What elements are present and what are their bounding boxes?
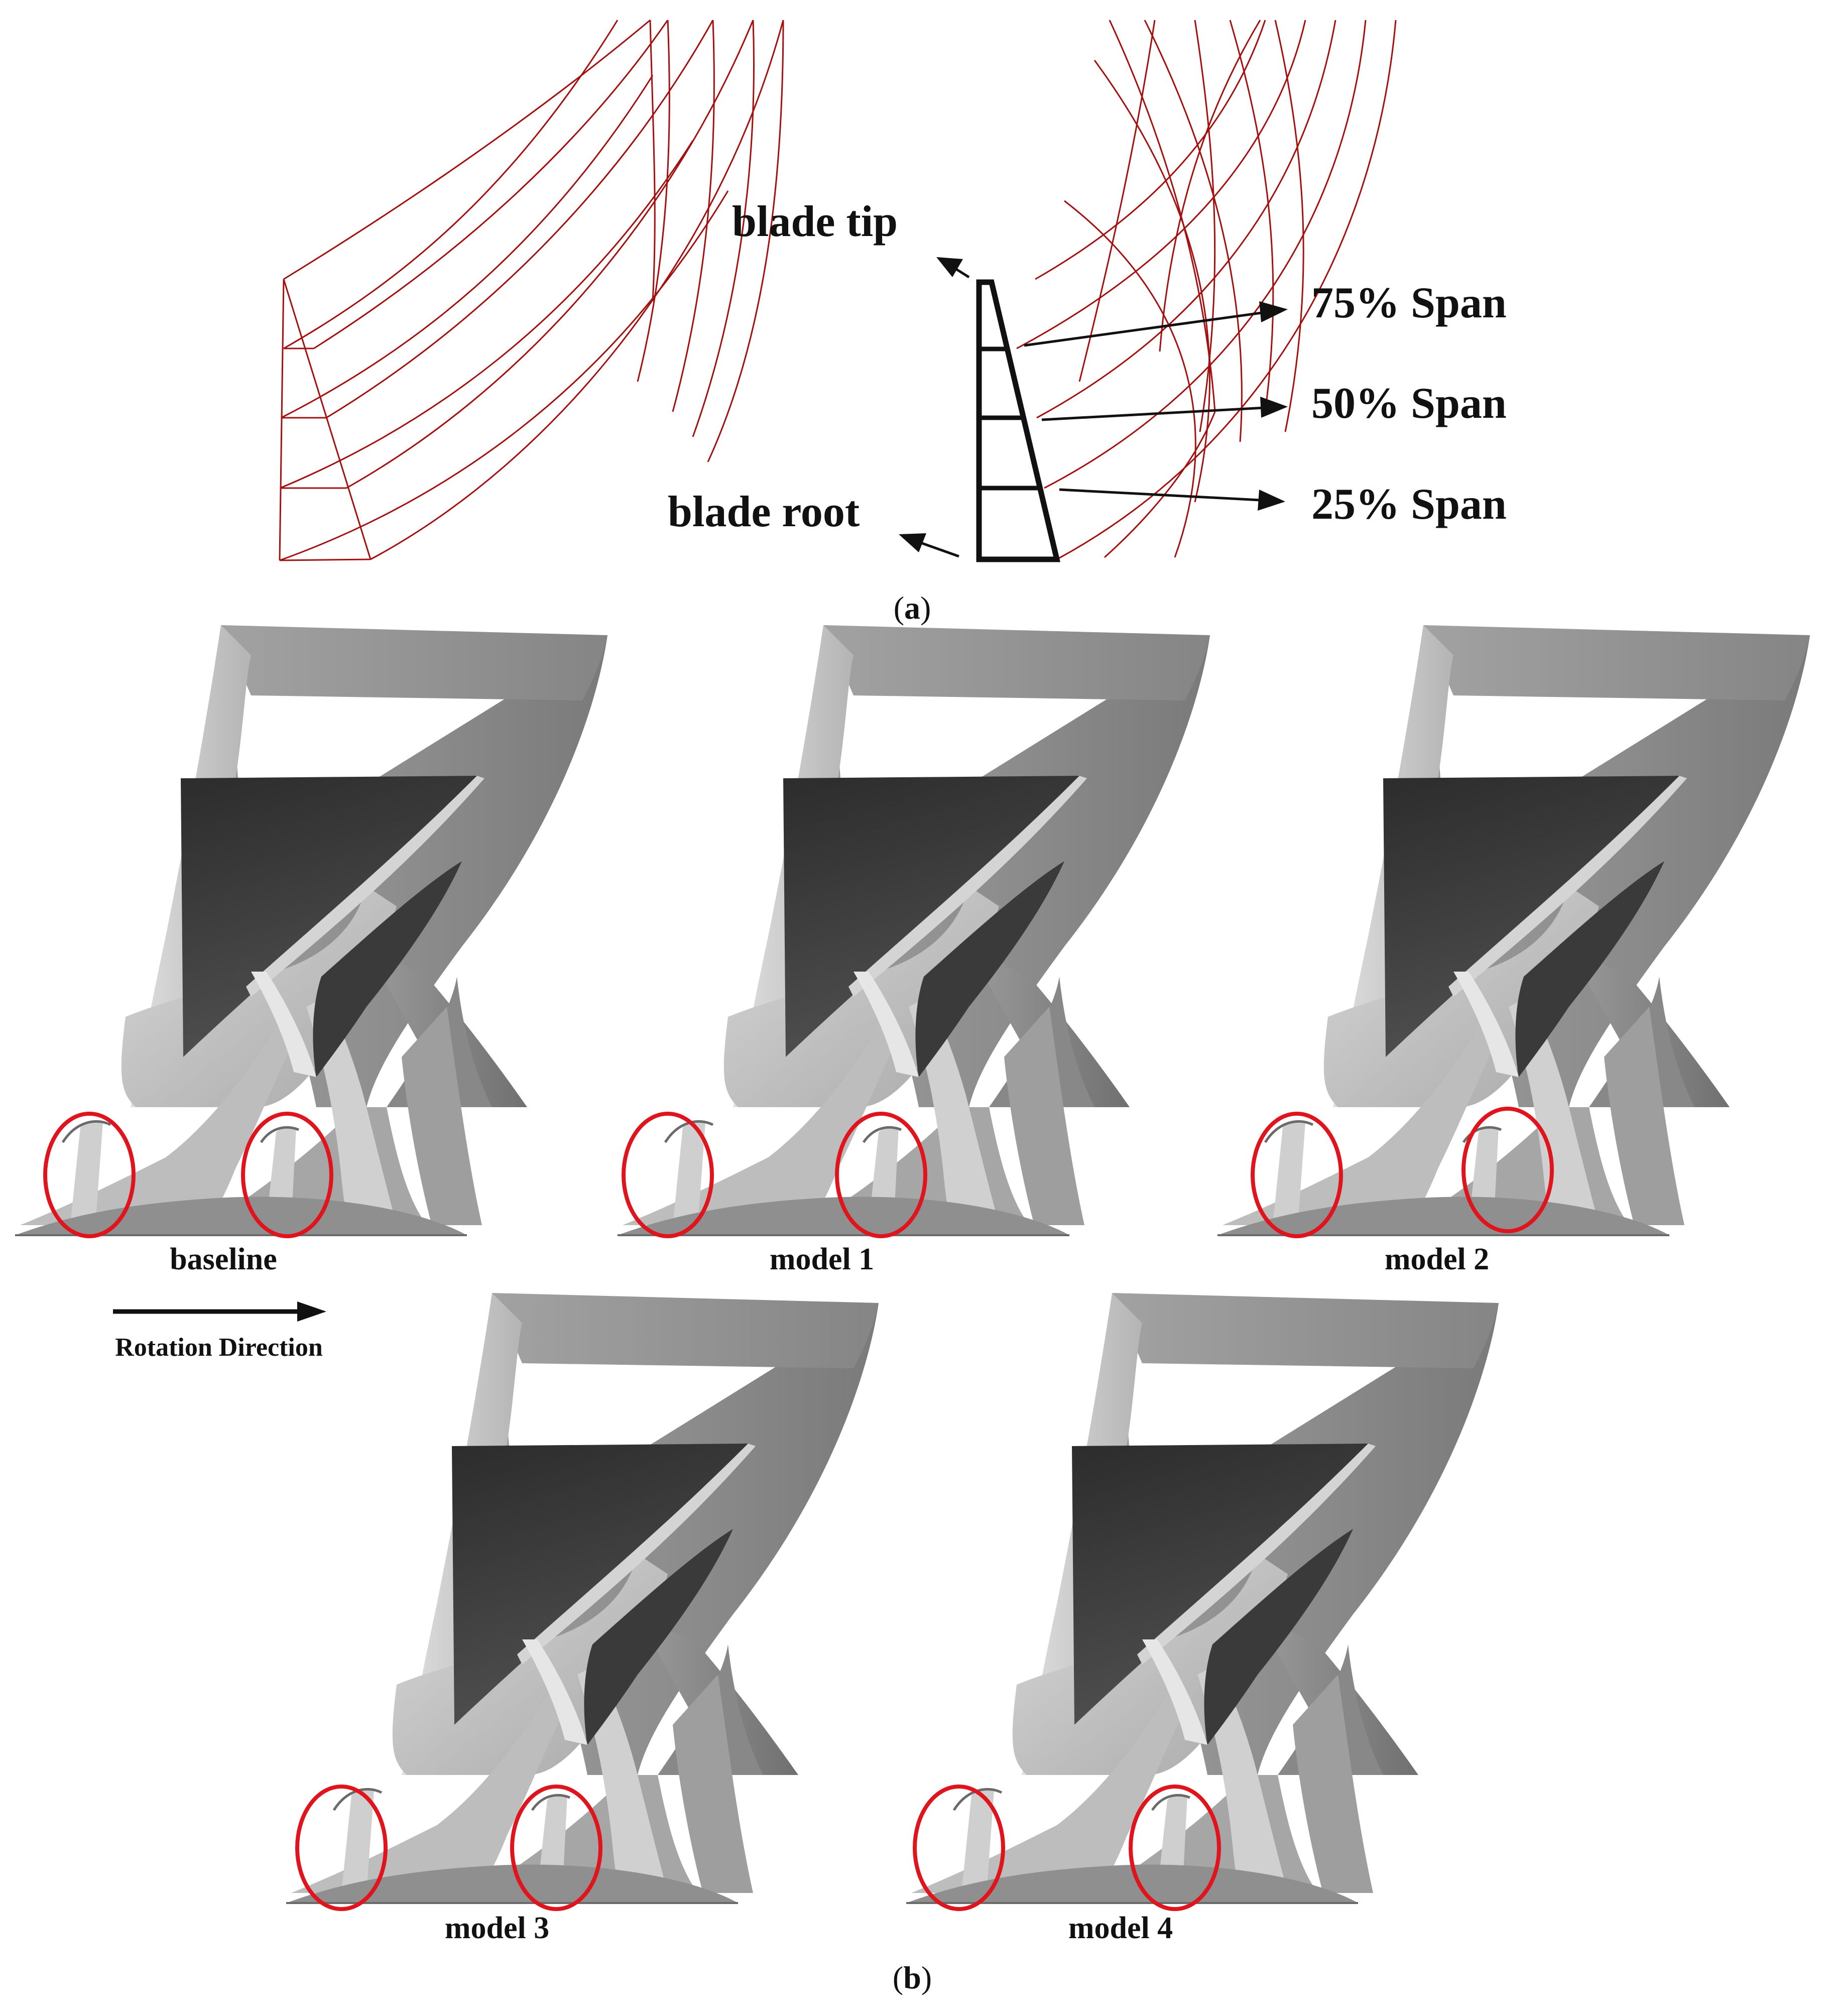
model-label-1: model 1 [770, 1242, 874, 1276]
circle-model-1-1 [622, 1112, 714, 1238]
blade-wireframe-left [279, 19, 784, 561]
caption-b: (b) [893, 1960, 932, 1995]
caption-a-letter: a [904, 590, 920, 626]
circle-baseline-1 [43, 1112, 136, 1238]
model-label-2: model 2 [1385, 1242, 1489, 1276]
caption-a: (a) [894, 590, 931, 626]
rotation-direction-label: Rotation Direction [115, 1333, 323, 1362]
circle-model-2-2 [1461, 1107, 1554, 1233]
highlight-circles [43, 1107, 1554, 1911]
arrow-head-icon [297, 1301, 326, 1322]
impeller-model-2 [1217, 625, 1810, 1235]
model-label-4: model 4 [1068, 1911, 1173, 1945]
model-label-3: model 3 [445, 1911, 549, 1945]
impeller-baseline [15, 625, 607, 1235]
model-label-baseline: baseline [170, 1242, 277, 1276]
span-75-label: 75% Span [1311, 279, 1507, 327]
span-50-label: 50% Span [1311, 379, 1507, 428]
rotation-arrow [113, 1301, 326, 1322]
circle-model-1-2 [835, 1112, 927, 1238]
circle-model-4-1 [913, 1785, 1005, 1911]
blade-root-label: blade root [668, 488, 860, 536]
caption-b-letter: b [903, 1960, 921, 1995]
span-25-label: 25% Span [1311, 480, 1507, 529]
circle-model-3-2 [510, 1785, 602, 1911]
blade-tip-label: blade tip [732, 197, 898, 246]
circle-baseline-2 [241, 1112, 333, 1238]
span-arrows [899, 257, 1288, 558]
circle-model-4-2 [1129, 1785, 1221, 1911]
panel-a: blade tip blade root 75% Span 50% Span 2… [279, 19, 1507, 626]
circle-model-3-1 [295, 1785, 388, 1911]
blade-wireframe-right [1016, 20, 1397, 560]
circle-model-2-1 [1251, 1112, 1343, 1238]
span-outline [976, 279, 1060, 562]
panel-b: baseline model 1 model 2 model 3 model 4… [15, 625, 1810, 1995]
